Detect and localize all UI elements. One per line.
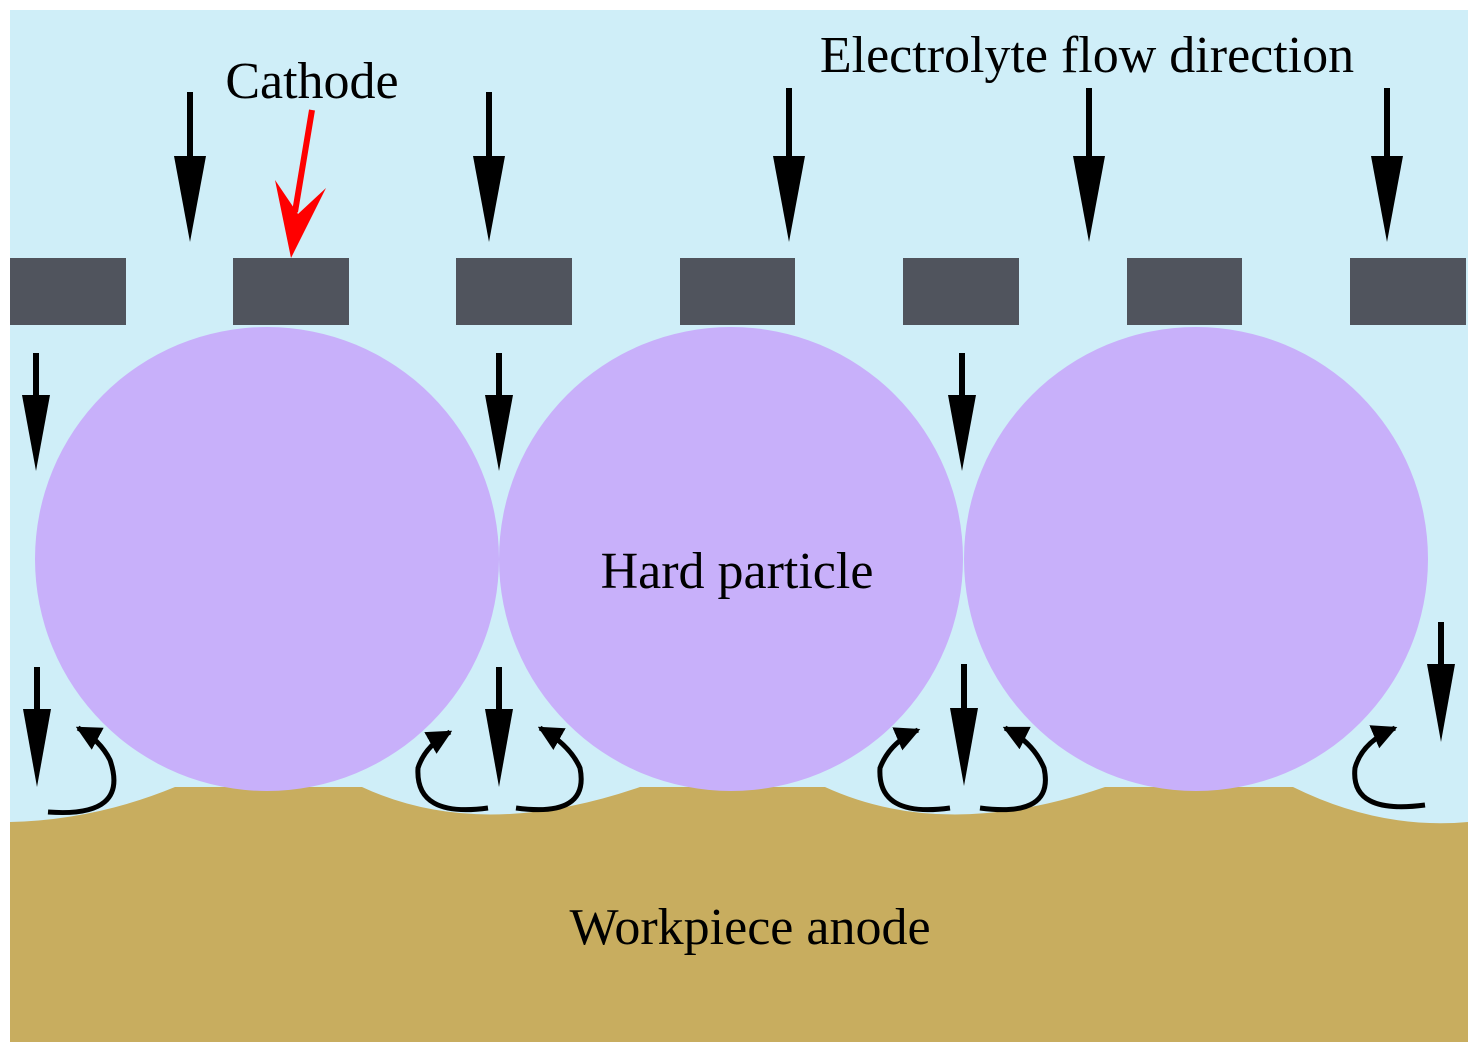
hard-particle: [35, 327, 499, 791]
particle-label: Hard particle: [601, 543, 874, 600]
vortex-arrow: [877, 727, 951, 813]
anode-label: Workpiece anode: [569, 899, 930, 956]
down-arrow: [1073, 88, 1105, 242]
down-arrow: [1427, 622, 1455, 742]
cathode-block: [1350, 258, 1466, 325]
cathode-block: [456, 258, 572, 325]
vortex-arrow: [515, 725, 584, 813]
vortex-arrow: [47, 725, 117, 816]
down-arrow: [23, 667, 51, 787]
cathode-block: [1127, 258, 1242, 325]
vortex-arrow: [1352, 725, 1426, 810]
hard-particle: [499, 327, 963, 791]
down-arrow: [773, 88, 805, 242]
cathode-block: [680, 258, 795, 325]
flow-arrows: [22, 88, 1455, 787]
cathode-block: [10, 258, 126, 325]
down-arrow: [485, 667, 513, 787]
down-arrow: [22, 353, 50, 471]
cathode-pointer-arrow: [275, 109, 326, 258]
vortex-arrow: [415, 729, 489, 813]
cathode-blocks: [10, 258, 1466, 325]
flow-direction-label: Electrolyte flow direction: [820, 27, 1354, 84]
down-arrow: [174, 92, 206, 242]
down-arrow: [1371, 88, 1403, 242]
hard-particles: [35, 327, 1428, 791]
vortex-arrows: [47, 725, 1426, 816]
down-arrow: [948, 353, 976, 471]
workpiece-anode: [10, 787, 1468, 1042]
down-arrow: [950, 664, 978, 786]
cathode-block: [233, 258, 349, 325]
down-arrow: [473, 92, 505, 242]
cathode-block: [903, 258, 1019, 325]
vortex-arrow: [979, 725, 1048, 813]
down-arrow: [485, 353, 513, 471]
cathode-label: Cathode: [225, 53, 398, 110]
hard-particle: [964, 327, 1428, 791]
